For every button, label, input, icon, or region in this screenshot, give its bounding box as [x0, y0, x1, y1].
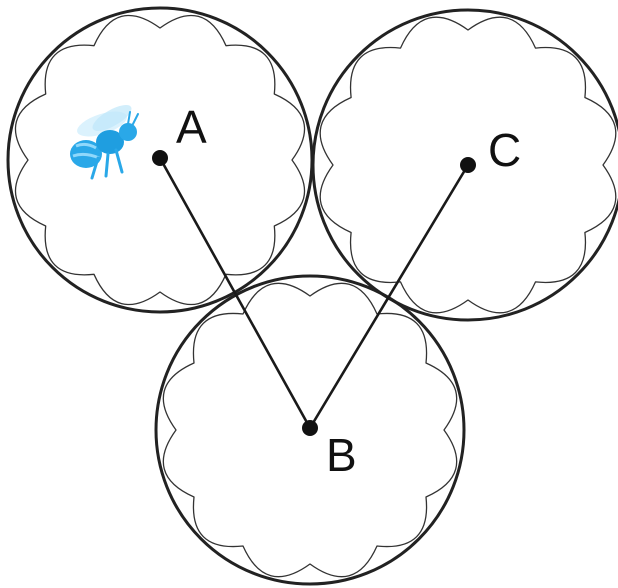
flower-c-petals: [319, 16, 617, 314]
flower-b-outline: [154, 274, 466, 586]
point-a-dot: [152, 150, 168, 166]
path-b-to-c: [308, 163, 470, 430]
point-b-dot: [302, 420, 318, 436]
point-b-label: B: [326, 429, 357, 481]
flower-a-petals: [14, 14, 306, 306]
flower-c: [311, 8, 618, 322]
bee-icon: [70, 105, 139, 180]
path-a-to-b: [158, 156, 312, 430]
point-c-label: C: [488, 124, 521, 176]
point-a-label: A: [176, 101, 207, 153]
flower-c-outline: [311, 8, 618, 322]
flower-b: [154, 274, 466, 586]
point-c-dot: [460, 157, 476, 173]
flower-b-petals: [162, 282, 458, 578]
